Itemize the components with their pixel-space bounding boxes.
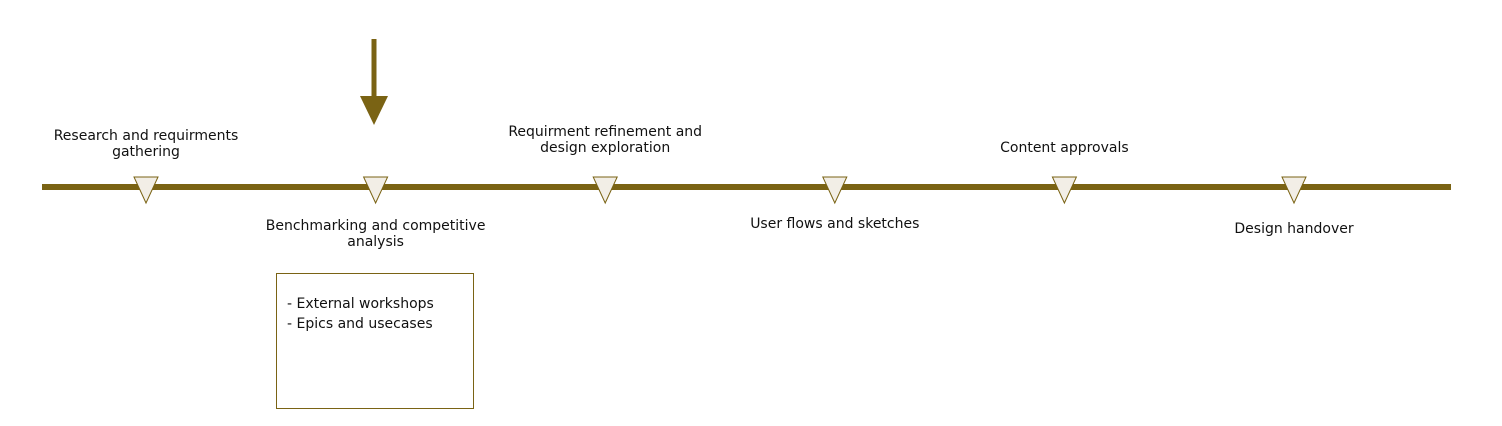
milestone-label: Content approvals <box>1000 140 1129 156</box>
notes-item: - External workshops <box>287 296 434 312</box>
triangle-down-icon <box>592 176 618 205</box>
down-arrow-icon <box>360 39 388 125</box>
milestone-label: Research and requirments gathering <box>53 128 239 160</box>
notes-item: - Epics and usecases <box>287 316 433 332</box>
milestone-label: Design handover <box>1234 221 1354 237</box>
triangle-down-icon <box>133 176 159 205</box>
triangle-down-icon <box>1281 176 1307 205</box>
triangle-down-icon <box>822 176 848 205</box>
notes-box: - External workshops - Epics and usecase… <box>276 273 474 409</box>
triangle-down-icon <box>362 176 389 205</box>
milestone-label: User flows and sketches <box>750 216 920 232</box>
milestone-label: Requirment refinement and design explora… <box>508 124 703 156</box>
milestone-label: Benchmarking and competitive analysis <box>265 218 486 250</box>
timeline-markers <box>133 176 1307 205</box>
triangle-down-icon <box>1051 176 1078 205</box>
